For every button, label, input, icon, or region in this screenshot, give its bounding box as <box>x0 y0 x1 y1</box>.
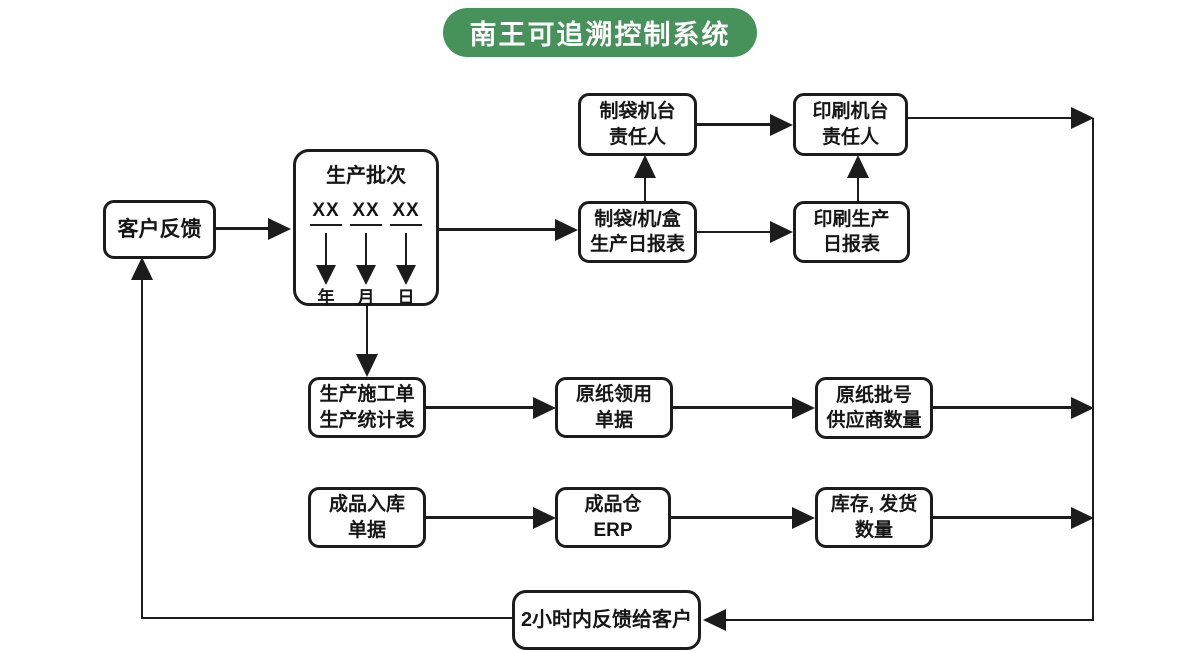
node-production-batch: 生产批次 XX 年 XX 月 XX 日 <box>293 149 439 307</box>
down-arrow-icon <box>356 265 376 286</box>
down-arrow-icon <box>356 354 378 377</box>
down-arrow-icon <box>396 265 416 286</box>
page-title: 南王可追溯控制系统 <box>443 8 757 57</box>
batch-arrow-stem <box>364 233 368 266</box>
batch-xx-day: XX <box>390 198 422 227</box>
node-bag-machine-operator: 制袋机台 责任人 <box>578 93 697 156</box>
arrow-line-inventory-to-rail <box>933 516 1071 519</box>
right-arrow-icon <box>555 218 578 241</box>
node-bag-daily-report: 制袋/机/盒 生产日报表 <box>578 201 697 263</box>
batch-label-year: 年 <box>317 288 335 308</box>
node-paper-requisition: 原纸领用 单据 <box>555 377 673 438</box>
batch-label-month: 月 <box>357 288 375 308</box>
arrow-line-bag-report-up <box>643 177 647 202</box>
arrow-line-bag-operator-to-print-operator <box>697 123 770 126</box>
up-arrow-icon <box>634 155 656 178</box>
rail-line-left <box>140 279 144 619</box>
batch-col-month: XX 月 <box>350 198 382 310</box>
node-inventory-shipment: 库存, 发货 数量 <box>815 487 933 548</box>
up-arrow-icon <box>847 155 869 178</box>
node-paper-batch-supplier: 原纸批号 供应商数量 <box>815 377 933 439</box>
batch-xx-month: XX <box>350 198 382 227</box>
arrow-line-print-report-up <box>856 177 860 202</box>
arrow-line-bag-report-to-print-report <box>697 230 770 234</box>
arrow-line-feedback-to-batch <box>216 227 269 230</box>
arrow-line-receipt-to-warehouse <box>426 516 533 519</box>
batch-label-day: 日 <box>397 288 415 308</box>
node-feedback-2h: 2小时内反馈给客户 <box>512 590 701 650</box>
right-arrow-icon <box>770 113 793 136</box>
arrow-line-workorder-to-requisition <box>426 406 533 409</box>
right-arrow-icon <box>268 217 291 240</box>
right-arrow-icon <box>1071 107 1094 129</box>
production-batch-columns: XX 年 XX 月 XX 日 <box>310 198 422 310</box>
batch-col-day: XX 日 <box>390 198 422 310</box>
arrow-line-batchno-to-rail <box>933 406 1071 409</box>
right-arrow-icon <box>770 221 793 243</box>
right-arrow-icon <box>1071 396 1094 419</box>
node-finished-warehouse-erp: 成品仓 ERP <box>555 487 671 548</box>
arrow-line-requisition-to-batchno <box>673 406 792 409</box>
batch-arrow-stem <box>404 233 408 266</box>
batch-arrow-stem <box>324 233 328 266</box>
down-arrow-icon <box>316 265 336 286</box>
right-arrow-icon <box>1071 506 1094 529</box>
production-batch-title: 生产批次 <box>326 165 406 187</box>
return-line-bottom <box>142 616 512 620</box>
up-arrow-icon <box>131 257 153 280</box>
node-print-machine-operator: 印刷机台 责任人 <box>793 93 908 156</box>
node-print-daily-report: 印刷生产 日报表 <box>793 201 910 263</box>
arrow-line-batch-to-bag-report <box>439 228 555 231</box>
rail-line-right <box>1091 118 1094 621</box>
batch-col-year: XX 年 <box>310 198 342 310</box>
right-arrow-icon <box>533 506 556 529</box>
right-arrow-icon <box>792 506 815 529</box>
right-arrow-icon <box>533 396 556 419</box>
node-work-order-stats: 生产施工单 生产统计表 <box>308 377 426 438</box>
arrow-line-print-operator-to-rail <box>908 116 1071 120</box>
node-customer-feedback: 客户反馈 <box>103 200 216 259</box>
node-finished-goods-receipt: 成品入库 单据 <box>308 487 426 548</box>
arrow-line-batch-down <box>365 306 369 356</box>
right-arrow-icon <box>792 396 815 419</box>
batch-xx-year: XX <box>310 198 342 227</box>
arrow-line-rail-to-feedback2h <box>726 618 1094 622</box>
left-arrow-icon <box>703 609 726 631</box>
arrow-line-warehouse-to-inventory <box>671 516 792 519</box>
